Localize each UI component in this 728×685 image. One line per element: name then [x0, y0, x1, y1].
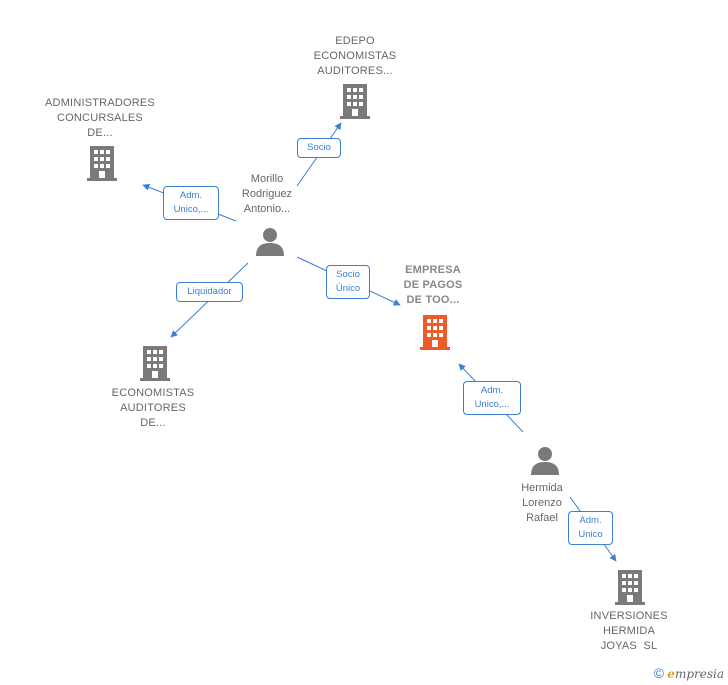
label-line: AUDITORES...: [317, 65, 393, 77]
label-line: Hermida: [521, 482, 563, 494]
node-label-empresa[interactable]: EMPRESA DE PAGOS DE TOO...: [380, 263, 486, 308]
label-line: Adm.: [179, 190, 203, 201]
node-label-inversiones[interactable]: INVERSIONES HERMIDA JOYAS SL: [574, 609, 684, 654]
node-label-hermida[interactable]: Hermida Lorenzo Rafael: [497, 481, 587, 526]
label-line: EDEPO: [335, 35, 375, 47]
label-line: Rafael: [526, 512, 558, 524]
label-line: Adm.: [480, 385, 504, 396]
label-line: EMPRESA: [405, 264, 461, 276]
label-line: Adm.: [579, 515, 602, 526]
label-line: Socio: [307, 142, 331, 153]
edge-label-liquidador[interactable]: Liquidador: [176, 282, 243, 302]
node-label-administradores[interactable]: ADMINISTRADORES CONCURSALES DE...: [30, 96, 170, 141]
building-icon-highlighted: [420, 315, 450, 355]
person-icon: [255, 227, 285, 262]
edge-label-adm-unico[interactable]: Adm. Unico,...: [463, 381, 521, 415]
label-line: AUDITORES: [120, 402, 186, 414]
label-line: DE...: [87, 127, 113, 139]
label-line: Unico: [578, 529, 603, 540]
brand-rest: mpresia: [674, 667, 724, 681]
label-line: DE...: [140, 417, 166, 429]
edge-label-socio[interactable]: Socio: [297, 138, 341, 158]
label-line: Unico,...: [474, 399, 510, 410]
label-line: Liquidador: [187, 286, 232, 297]
label-line: HERMIDA: [602, 625, 656, 637]
footer-brand: © empresia: [654, 665, 724, 681]
building-icon: [615, 570, 645, 610]
label-line: ECONOMISTAS: [111, 387, 195, 399]
node-label-economistas[interactable]: ECONOMISTAS AUDITORES DE...: [98, 386, 208, 431]
label-line: Unico,...: [173, 204, 209, 215]
label-line: JOYAS SL: [600, 640, 658, 652]
label-line: CONCURSALES: [57, 112, 143, 124]
building-icon: [87, 146, 117, 186]
label-line: DE TOO...: [406, 294, 460, 306]
label-line: INVERSIONES: [590, 610, 668, 622]
label-line: Socio: [336, 269, 360, 280]
brand-logo[interactable]: empresia: [667, 667, 724, 681]
label-line: ECONOMISTAS: [313, 50, 397, 62]
building-icon: [340, 84, 370, 124]
label-line: DE PAGOS: [403, 279, 463, 291]
label-line: Lorenzo: [522, 497, 562, 509]
edge-label-adm-unico[interactable]: Adm. Unico: [568, 511, 613, 545]
label-line: Rodriguez: [241, 188, 293, 200]
node-label-edepo[interactable]: EDEPO ECONOMISTAS AUDITORES...: [295, 34, 415, 79]
label-line: Morillo: [250, 173, 284, 185]
edge-label-adm-unico[interactable]: Adm. Unico,...: [163, 186, 219, 220]
label-line: Único: [335, 283, 361, 294]
person-icon: [530, 446, 560, 481]
copyright-symbol: ©: [653, 665, 664, 681]
brand-initial: e: [667, 667, 675, 681]
label-line: Antonio...: [243, 203, 291, 215]
edge-label-socio-unico[interactable]: Socio Único: [326, 265, 370, 299]
node-label-morillo[interactable]: Morillo Rodriguez Antonio...: [222, 172, 312, 217]
label-line: ADMINISTRADORES: [45, 97, 155, 109]
building-icon: [140, 346, 170, 386]
